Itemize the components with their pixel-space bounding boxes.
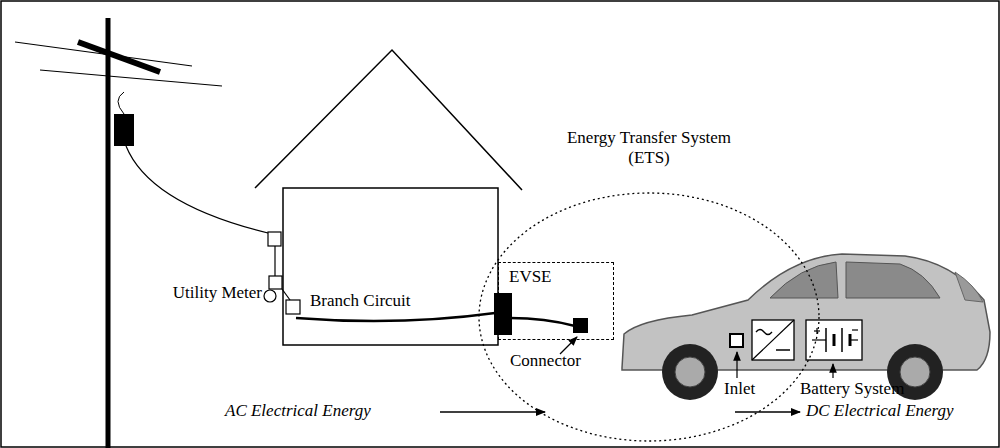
branch-circuit-wire	[296, 313, 495, 321]
utility-pole	[15, 18, 222, 448]
flow-arrow	[735, 411, 800, 412]
evse-unit	[494, 293, 588, 335]
flow-label: AC Electrical Energy	[225, 402, 371, 421]
electric-car	[622, 254, 990, 400]
house	[255, 50, 522, 345]
leader-line	[736, 352, 737, 378]
service-drop	[126, 146, 272, 234]
part-label: Battery System	[800, 380, 904, 399]
part-label: Inlet	[724, 380, 755, 399]
utility-meter	[264, 232, 300, 314]
box-label: EVSE	[509, 267, 607, 287]
leader-line	[832, 364, 833, 378]
part-label: Connector	[510, 352, 581, 371]
energy-transfer-region: Energy Transfer System (ETS) EVSE	[478, 128, 820, 443]
part-label: Branch Circuit	[310, 292, 411, 311]
flow-arrow	[440, 411, 545, 412]
region-heading: Energy Transfer System (ETS)	[564, 128, 734, 167]
part-label: Utility Meter	[173, 284, 262, 303]
evse-box: EVSE	[498, 262, 614, 340]
flow-label: DC Electrical Energy	[806, 402, 954, 421]
